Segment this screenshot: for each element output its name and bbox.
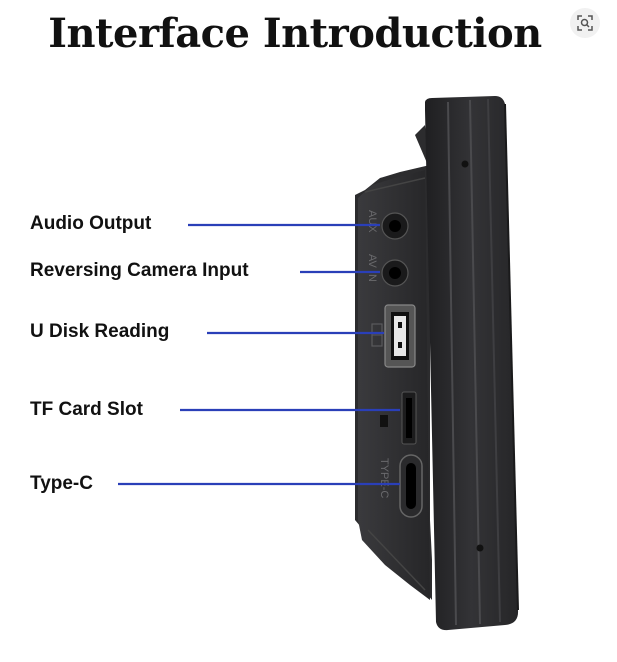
pointer-lines bbox=[118, 223, 400, 486]
usb-symbol bbox=[371, 323, 383, 347]
page-title: Interface Introduction bbox=[48, 10, 542, 57]
label-type-c: Type-C bbox=[30, 473, 93, 494]
port-aux bbox=[381, 212, 409, 240]
marking-type-c: TYPE-C bbox=[378, 458, 390, 498]
visual-search-icon bbox=[577, 15, 593, 31]
label-u-disk-reading: U Disk Reading bbox=[30, 321, 170, 342]
label-reversing-camera-input: Reversing Camera Input bbox=[30, 260, 249, 281]
marking-av-in: AV IN bbox=[366, 254, 378, 282]
port-tf-card bbox=[380, 391, 417, 445]
port-type-c bbox=[399, 454, 423, 518]
front-frame bbox=[425, 96, 519, 631]
marking-aux: AUX bbox=[366, 210, 378, 233]
visual-search-button[interactable] bbox=[570, 8, 600, 38]
port-av-in bbox=[381, 259, 409, 287]
label-audio-output: Audio Output bbox=[30, 213, 152, 234]
port-usb bbox=[384, 304, 416, 368]
label-tf-card-slot: TF Card Slot bbox=[30, 399, 143, 420]
